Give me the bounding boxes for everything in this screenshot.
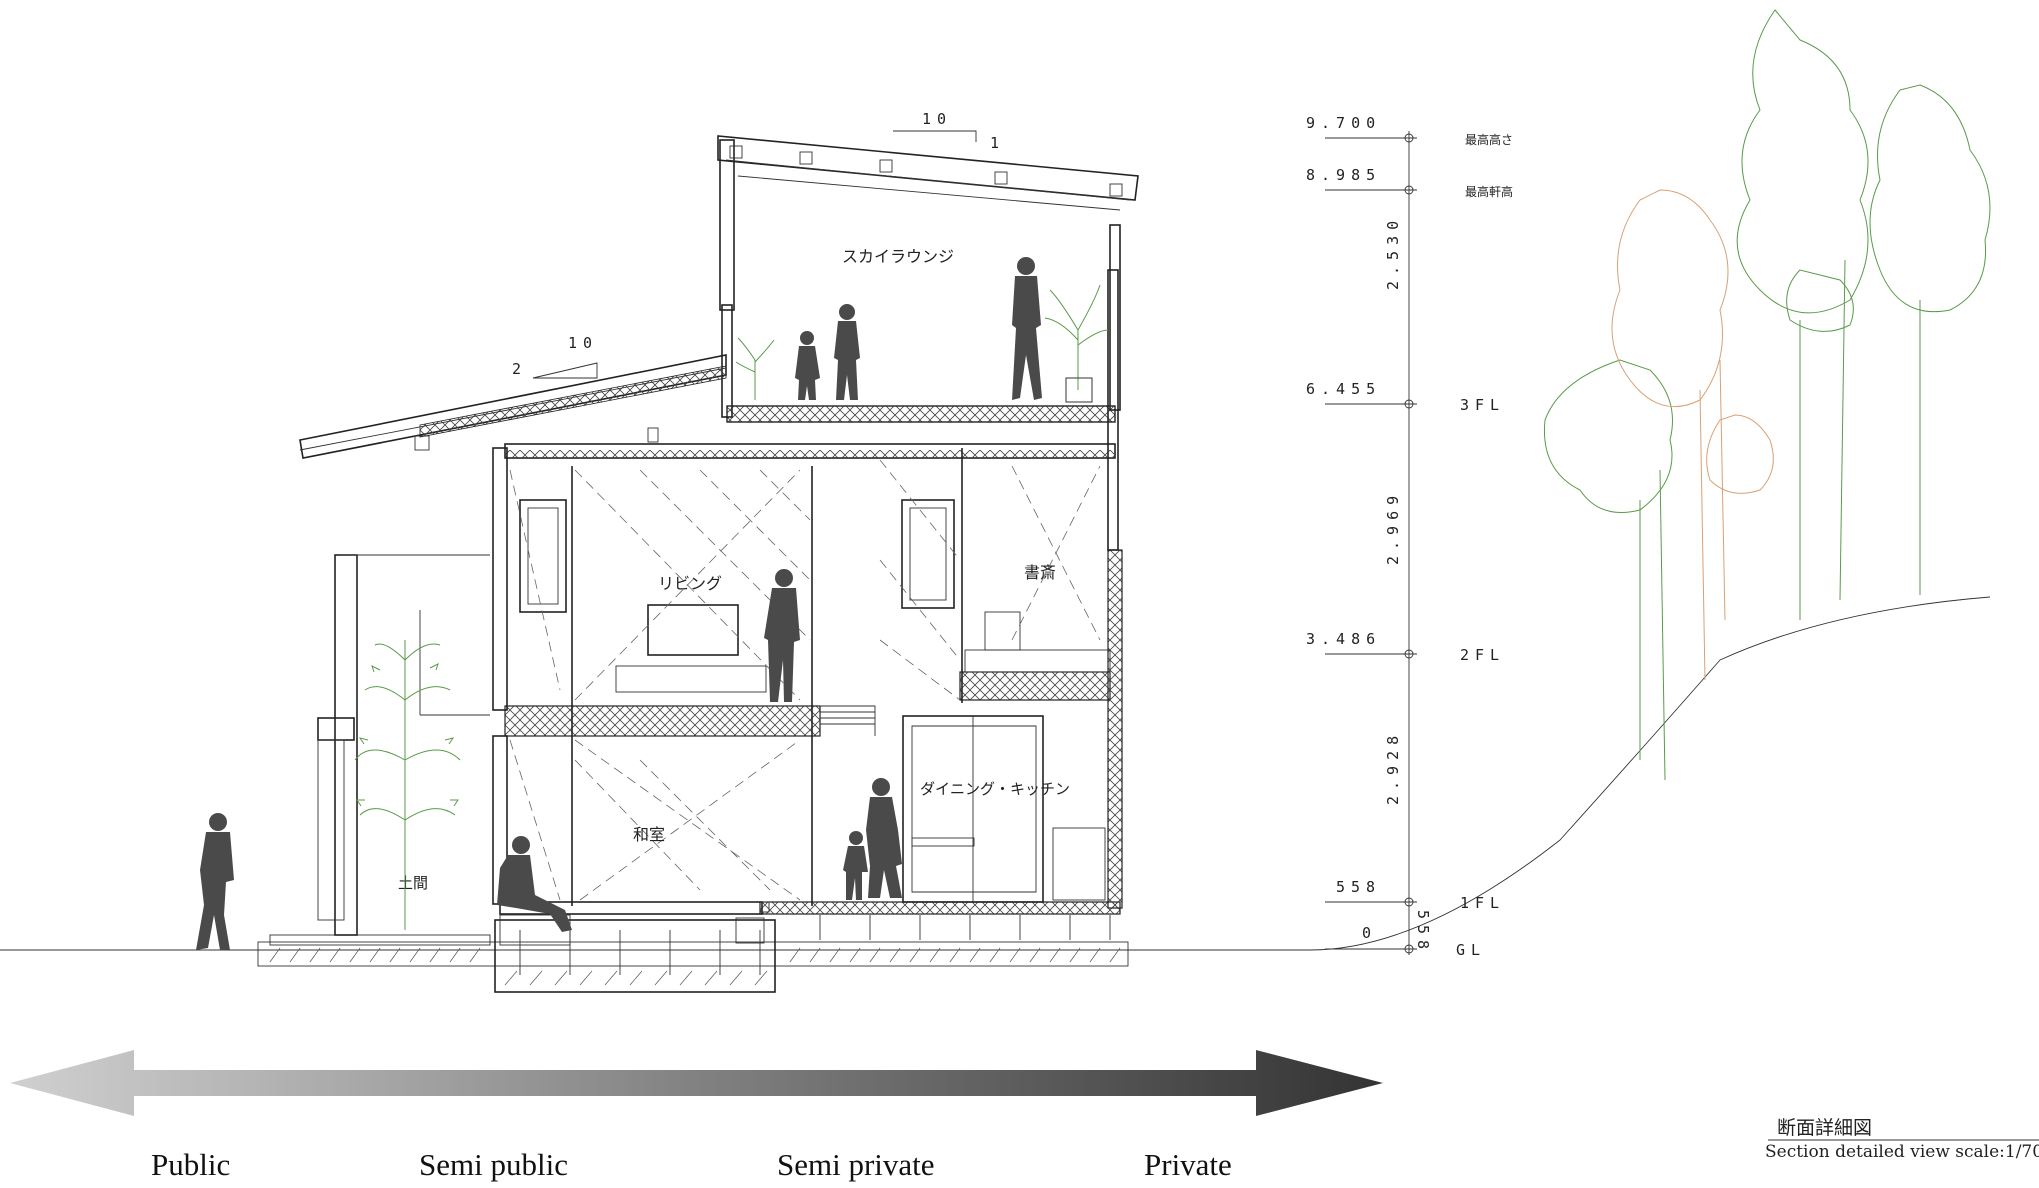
foundation	[257, 915, 1129, 993]
zone-private: Private	[1144, 1147, 1232, 1182]
person-icon	[764, 569, 800, 702]
height-low: 2.928	[1384, 730, 1402, 805]
person-icon	[196, 813, 234, 950]
room-doma: 土間	[398, 874, 428, 892]
person-icon	[497, 836, 572, 932]
privacy-gradient-arrow	[10, 1050, 1383, 1116]
level-value-2fl: 3.486	[1306, 630, 1381, 648]
height-mid: 2.969	[1384, 490, 1402, 565]
level-label-top: 最高高さ	[1465, 132, 1513, 147]
level-value-eave: 8.985	[1306, 166, 1381, 184]
zone-semi-public: Semi public	[419, 1147, 568, 1182]
roof-upper-rise: 1	[990, 134, 1005, 152]
room-dining-kitchen: ダイニング・キッチン	[920, 780, 1070, 798]
room-japanese: 和室	[633, 825, 665, 844]
openings-and-furniture	[499, 459, 1111, 946]
zone-semi-private: Semi private	[777, 1147, 935, 1182]
height-top: 2.530	[1384, 215, 1402, 290]
level-label-2fl: 2FL	[1460, 646, 1505, 664]
plants	[354, 284, 1109, 930]
level-dimension-line	[1325, 131, 1417, 955]
roof-lower-run: 10	[568, 334, 598, 352]
level-value-3fl: 6.455	[1306, 380, 1381, 398]
roof-upper-run: 10	[922, 110, 952, 128]
zone-public: Public	[151, 1147, 230, 1182]
background-trees	[1543, 9, 1991, 781]
level-label-1fl: 1FL	[1460, 894, 1505, 912]
person-icon	[795, 257, 1042, 400]
floor-slabs	[499, 405, 1121, 915]
room-sky-lounge: スカイラウンジ	[842, 247, 954, 266]
level-value-1fl: 558	[1336, 878, 1381, 896]
drawing-title-jp: 断面詳細図	[1777, 1117, 1872, 1139]
room-living: リビング	[658, 574, 722, 593]
level-value-top: 9.700	[1306, 114, 1381, 132]
roofs	[299, 130, 1139, 459]
people-silhouettes	[196, 257, 1042, 950]
level-label-3fl: 3FL	[1460, 396, 1505, 414]
drawing-title-en: Section detailed view scale:1/70	[1765, 1142, 2039, 1162]
walls	[317, 139, 1123, 936]
level-value-gl: 0	[1362, 924, 1377, 942]
roof-lower-rise: 2	[512, 360, 527, 378]
height-base: 558	[1414, 910, 1432, 955]
level-label-gl: GL	[1456, 941, 1486, 959]
person-icon	[843, 778, 902, 900]
room-study: 書斎	[1024, 563, 1056, 582]
level-label-eave: 最高軒高	[1465, 184, 1513, 199]
